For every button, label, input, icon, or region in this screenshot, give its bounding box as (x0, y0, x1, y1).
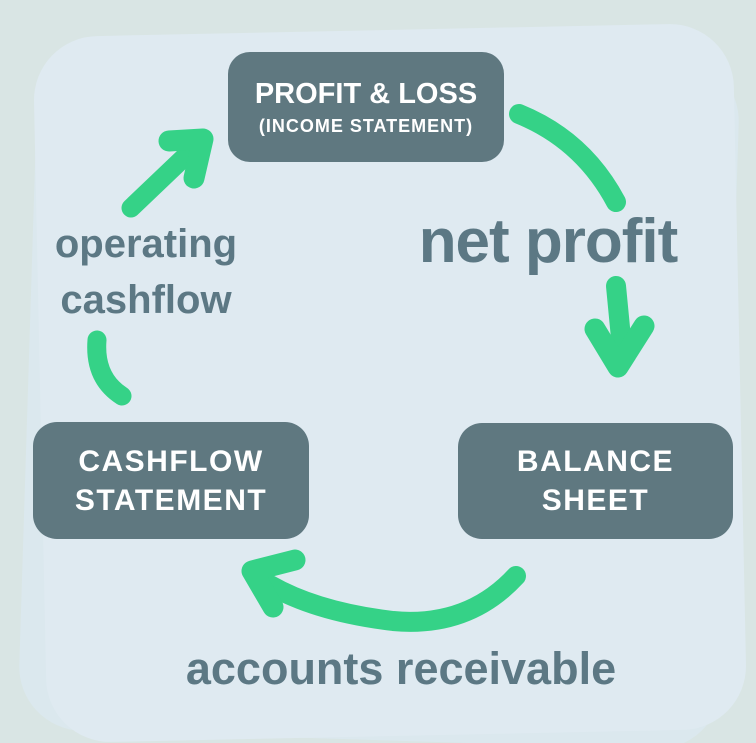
cashflow-title-line2: STATEMENT (74, 483, 268, 517)
cashflow-title-line1: CASHFLOW (78, 444, 264, 478)
operating-cashflow-label-line1: operating (54, 222, 238, 266)
operating-cashflow-label-line2: cashflow (60, 278, 232, 322)
balance-title-line1: BALANCE (516, 445, 675, 478)
accounts-receivable-label: accounts receivable (185, 643, 617, 694)
accounts-receivable-arrowhead-icon (241, 549, 306, 618)
operating-cashflow-label: operating cashflow (36, 216, 256, 328)
balance-sheet-box: BALANCE SHEET (458, 423, 733, 539)
operating-cashflow-arrow (87, 128, 214, 406)
profit-loss-subtitle: (INCOME STATEMENT) (258, 115, 474, 136)
net-profit-arrow (509, 104, 655, 378)
accounts-receivable-arrow (241, 549, 526, 632)
profit-loss-title: PROFIT & LOSS (254, 77, 478, 110)
cashflow-statement-box: CASHFLOW STATEMENT (33, 422, 309, 539)
operating-cashflow-arrowhead-icon (158, 128, 214, 189)
net-profit-arrowhead-icon (584, 315, 655, 378)
profit-loss-box: PROFIT & LOSS (INCOME STATEMENT) (228, 52, 504, 162)
balance-title-line2: SHEET (541, 484, 650, 517)
net-profit-label: net profit (418, 207, 679, 276)
